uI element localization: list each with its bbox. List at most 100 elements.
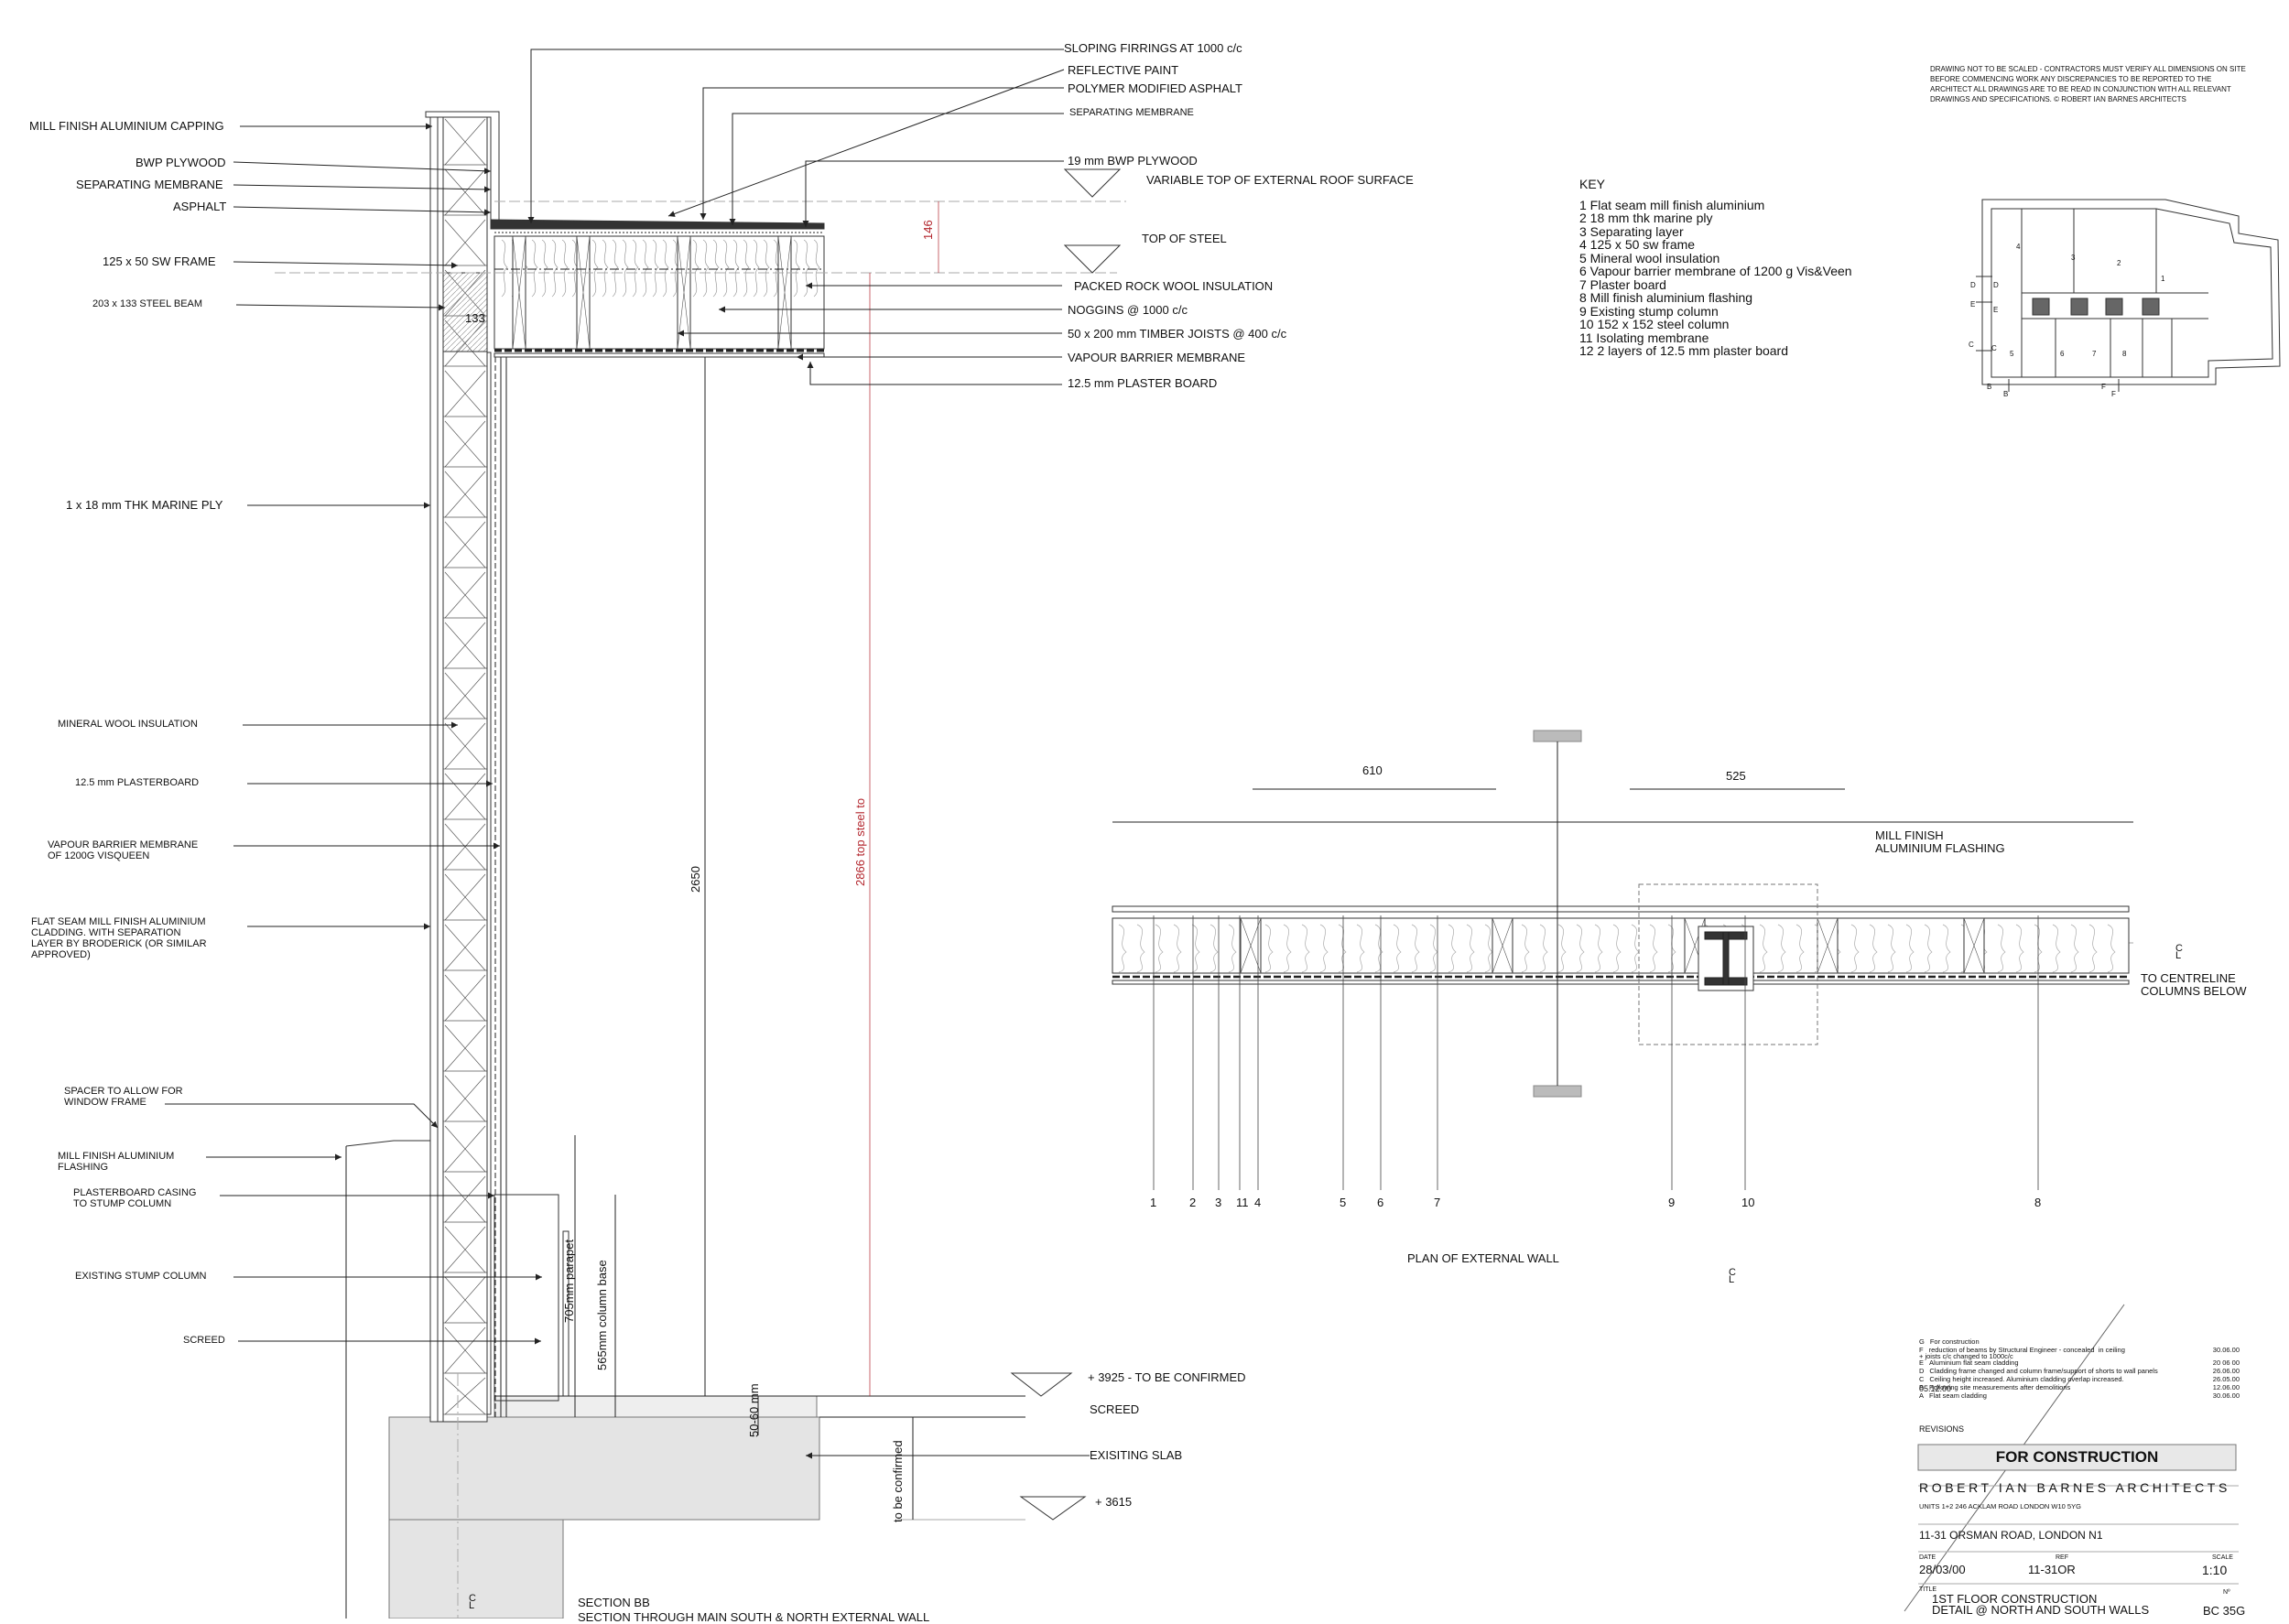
label-mineral-wool: MINERAL WOOL INSULATION [58, 719, 199, 730]
insulation-loop [753, 239, 760, 298]
plan-label-centreline: TO CENTRELINE COLUMNS BELOW [2141, 971, 2247, 998]
plan-insulation-loop [1338, 924, 1347, 973]
leader-line [233, 184, 492, 193]
label-19mm-plywood: 19 mm BWP PLYWOOD [1068, 154, 1198, 168]
label-firrings: SLOPING FIRRINGS AT 1000 c/c [1064, 41, 1242, 55]
plan-insulation-loop [1539, 924, 1548, 973]
section-leaders [165, 49, 1090, 1459]
plan-insulation-loop [1887, 924, 1896, 973]
plan-stud-cross [1817, 917, 1839, 974]
revision-date: 12.06.00 [2212, 1383, 2240, 1391]
key-plan-geometry [1976, 199, 2281, 392]
wall-frame-cross [443, 672, 487, 720]
label-screed-right: SCREED [1090, 1402, 1140, 1416]
insulation-loop [602, 239, 609, 298]
section-centreline: C L [469, 1593, 476, 1611]
revision-letter: A [1919, 1391, 1925, 1400]
revision-text: For construction [1929, 1337, 1980, 1346]
dim-705: 705mm parapet [562, 1239, 576, 1323]
label-bwp: BWP PLYWOOD [136, 156, 226, 169]
insulation-loop [793, 239, 800, 298]
insulation-loop [501, 239, 508, 298]
status-badge: FOR CONSTRUCTION [1995, 1448, 2159, 1466]
insulation-loop [561, 239, 569, 298]
dim-2650: 2650 [689, 866, 702, 893]
ref-value: 11-31OR [2028, 1563, 2076, 1576]
wall-frame-cross [443, 521, 487, 568]
wall-frame-cross [443, 571, 487, 619]
key-item: 2 18 mm thk marine ply [1579, 211, 1713, 225]
plan-insulation-loop [2088, 924, 2098, 973]
revision-letter: C [1919, 1375, 1925, 1383]
joist-cross [512, 235, 526, 350]
scale-label: SCALE [2212, 1554, 2233, 1561]
dim-146: 146 [921, 220, 935, 240]
key-plan-room-number: 5 [2010, 350, 2014, 358]
insulation-loop [652, 239, 659, 298]
plan-insulation-loop [1594, 924, 1603, 973]
label-reflective-paint: REFLECTIVE PAINT [1068, 63, 1179, 77]
key-plan-room-number: 7 [2092, 350, 2097, 358]
joist-cross [777, 235, 792, 350]
key-item: 4 125 x 50 sw frame [1579, 237, 1696, 252]
plan-insulation-loop [1612, 924, 1622, 973]
label-polymer-asphalt: POLYMER MODIFIED ASPHALT [1068, 81, 1242, 95]
leader-line [729, 113, 1064, 225]
plan-stud-cross [1492, 917, 1513, 974]
label-rock-wool: PACKED ROCK WOOL INSULATION [1074, 279, 1274, 293]
plan-insulation-loop [1576, 924, 1585, 973]
plan-title: PLAN OF EXTERNAL WALL [1407, 1251, 1559, 1265]
date-label: DATE [1919, 1554, 1936, 1561]
wall-frame-cross [443, 1226, 487, 1273]
plan-insulation-loop [1905, 924, 1915, 973]
plan-number: 3 [1215, 1196, 1222, 1209]
label-plaster-board: 12.5 mm PLASTER BOARD [1068, 376, 1218, 390]
plan-number: 8 [2034, 1196, 2042, 1209]
dim-133: 133 [465, 311, 485, 325]
key-item: 8 Mill finish aluminium flashing [1579, 290, 1753, 305]
key-item: 5 Mineral wool insulation [1579, 250, 1720, 265]
wall-frame-cross [443, 1175, 487, 1223]
plan-insulation-loop [1997, 924, 2006, 973]
plan-number: 10 [1741, 1196, 1755, 1209]
plan-insulation-loop [1173, 924, 1182, 973]
key-item: 7 Plaster board [1579, 276, 1666, 292]
wall-frame-cross [443, 1075, 487, 1122]
key-item: 9 Existing stump column [1579, 303, 1719, 319]
plan-stud-cross [1963, 917, 1985, 974]
label-separating-membrane: SEPARATING MEMBRANE [1069, 107, 1194, 118]
label-separating: SEPARATING MEMBRANE [76, 178, 223, 191]
wall-frame-cross [443, 1377, 487, 1415]
insulation-loop [743, 239, 750, 298]
key-plan-section-marker: D [1970, 281, 1976, 289]
plan-insulation-loop [1191, 924, 1200, 973]
key-plan-room-number: 1 [2161, 275, 2165, 283]
plan-insulation-loop [2107, 924, 2116, 973]
revision-text: Flat seam cladding [1929, 1391, 1987, 1400]
title-label: TITLE [1919, 1586, 1937, 1593]
plan-number: 2 [1189, 1196, 1197, 1209]
insulation-loop [763, 239, 770, 298]
label-flashing: MILL FINISH ALUMINIUM FLASHING [58, 1151, 175, 1173]
revision-text: Cladding frame changed and column frame/… [1929, 1367, 2158, 1375]
label-plasterboard: 12.5 mm PLASTERBOARD [75, 777, 200, 788]
drawing-number: BC 35G [2203, 1604, 2246, 1618]
leader-line [700, 87, 1064, 220]
label-casing: PLASTERBOARD CASING TO STUMP COLUMN [73, 1187, 197, 1209]
wall-frame-cross [443, 823, 487, 871]
plan-number: 9 [1668, 1196, 1676, 1209]
key-item: 1 Flat seam mill finish aluminium [1579, 197, 1765, 212]
insulation-loop [732, 239, 740, 298]
insulation-loop [531, 239, 538, 298]
key-plan-room-number: 3 [2071, 254, 2076, 262]
key-plan-section-marker: F [2111, 390, 2116, 398]
wall-frame-cross [443, 370, 487, 417]
wall-frame-cross [443, 1276, 487, 1324]
dim-to-be-confirmed: to be confirmed [891, 1440, 905, 1522]
label-asphalt: ASPHALT [173, 200, 227, 213]
